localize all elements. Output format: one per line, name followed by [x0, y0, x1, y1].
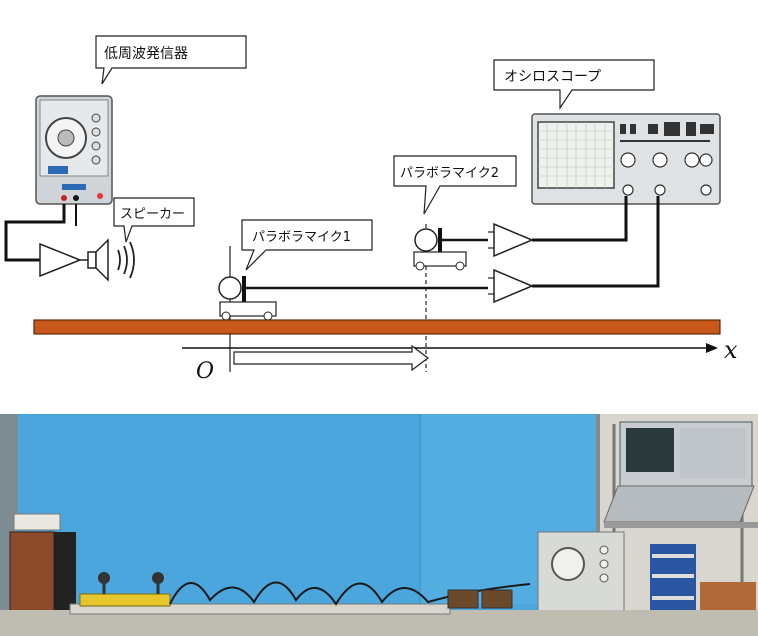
- scope-wire-ch1: [532, 196, 628, 242]
- oscilloscope-label: オシロスコープ: [504, 69, 601, 85]
- photo-cables: [169, 581, 531, 606]
- photo-oscilloscope: [603, 421, 755, 523]
- parabolic-mic-2: [413, 224, 488, 372]
- oscilloscope-callout: オシロスコープ: [493, 59, 655, 110]
- parabolic-mic-1: [218, 246, 488, 372]
- speaker-amplifier-icon: [39, 242, 88, 278]
- rail: [33, 319, 721, 335]
- photo-rail: [69, 603, 451, 615]
- scope-wire-ch2: [532, 196, 660, 288]
- photo-amplifiers: [447, 589, 513, 609]
- mic1-amplifier-icon: [488, 268, 534, 304]
- photo-generator: [537, 531, 625, 613]
- low-frequency-generator: [35, 95, 113, 205]
- origin-label: O: [196, 359, 214, 384]
- x-axis: [182, 343, 718, 353]
- mic2-label: パラボラマイク2: [400, 166, 499, 181]
- speaker-label: スピーカー: [120, 207, 185, 222]
- mic2-callout: パラボラマイク2: [393, 155, 517, 215]
- speaker-icon: [87, 238, 135, 282]
- speaker-callout: スピーカー: [113, 197, 195, 243]
- generator-speaker-wire: [4, 204, 66, 262]
- mic2-amplifier-icon: [488, 222, 534, 258]
- mic1-callout: パラボラマイク1: [241, 219, 373, 271]
- x-axis-label: x: [724, 336, 738, 364]
- displacement-arrow: [233, 344, 429, 372]
- generator-label: 低周波発信器: [104, 46, 188, 62]
- photo-mic-carts: [79, 572, 171, 607]
- experiment-photo: [0, 414, 758, 636]
- mic1-label: パラボラマイク1: [252, 230, 351, 245]
- experiment-diagram: 低周波発信器 スピーカー: [4, 35, 738, 384]
- generator-callout: 低周波発信器: [95, 35, 247, 85]
- oscilloscope: [531, 113, 721, 205]
